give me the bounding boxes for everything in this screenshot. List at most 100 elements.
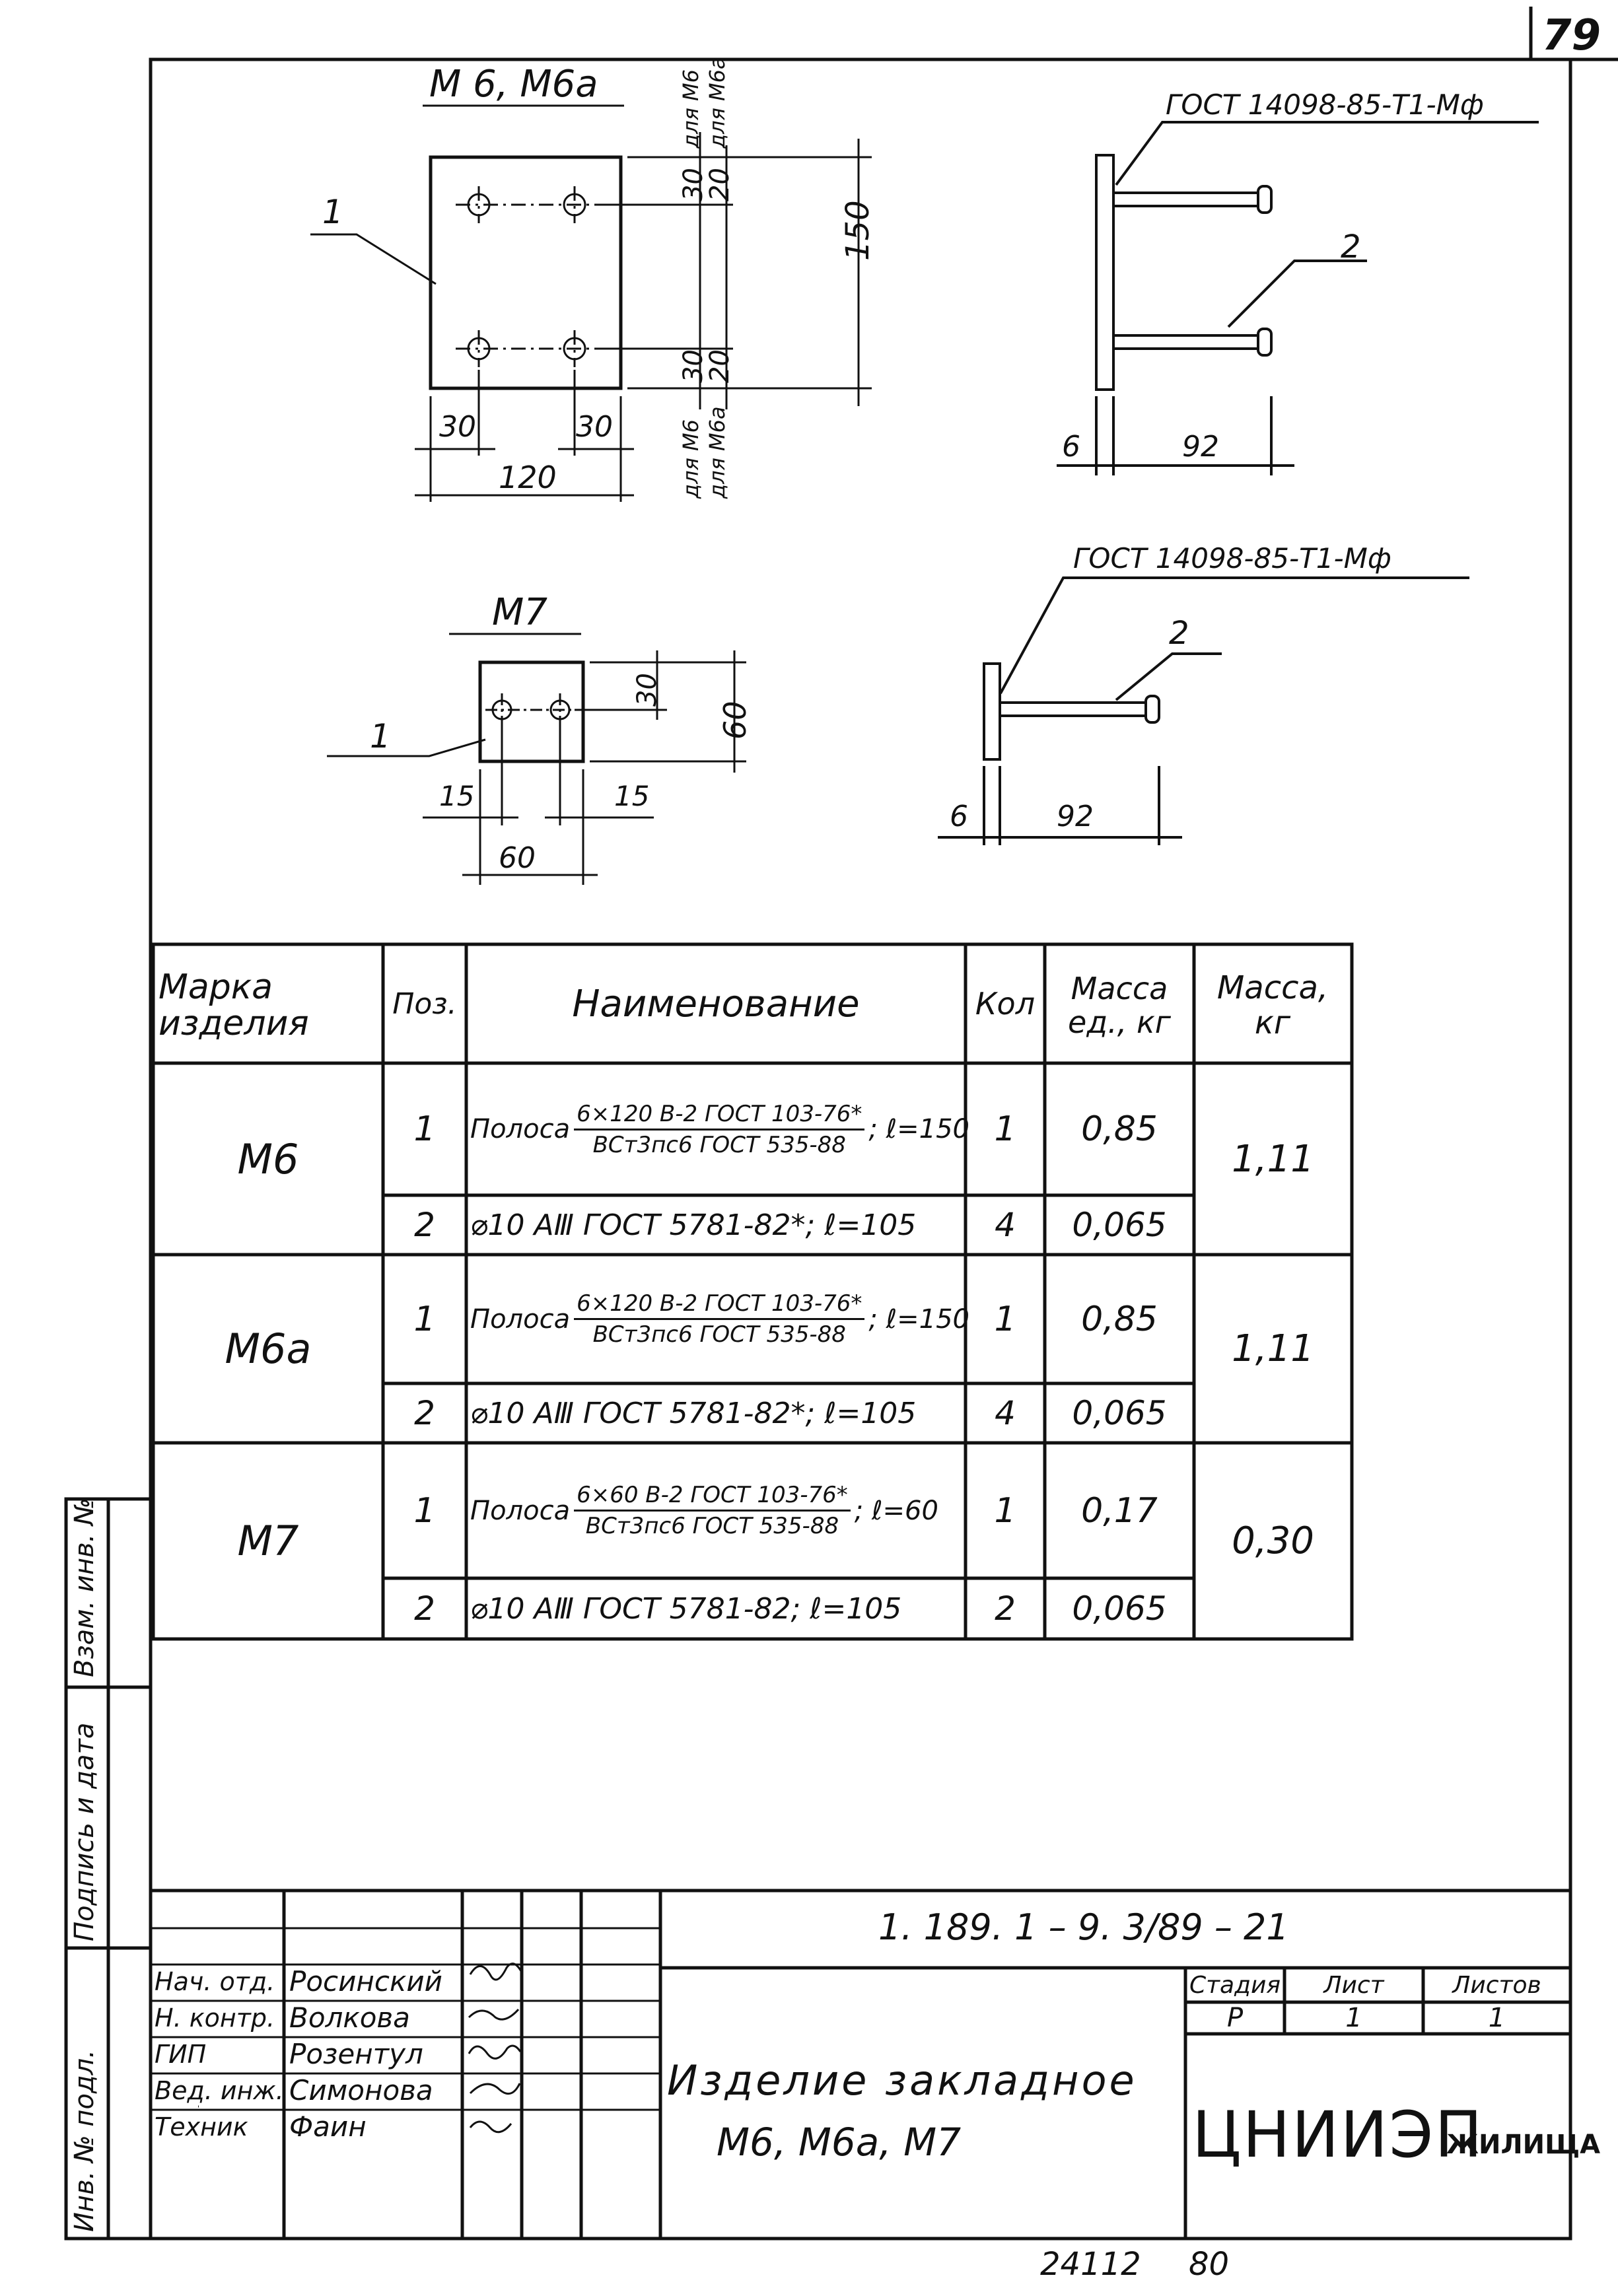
m6-title: М 6, М6а (429, 63, 598, 106)
sheets-value: 1 (1488, 2003, 1506, 2033)
signatory-role: ГИП (155, 2040, 207, 2069)
archive-number: 24112 (1040, 2246, 1141, 2283)
m7-hole-offset: 30 (632, 673, 662, 707)
sheet-frame (149, 57, 1572, 2241)
organization-suffix: ЖИЛИЩА (1446, 2130, 1601, 2160)
m6-label-for-m6a-top: для М6а (705, 56, 730, 149)
organization-logo: ЦНИИЭП (1192, 2098, 1484, 2172)
row-qty: 2 (995, 1589, 1016, 1628)
sheet-header: Лист (1323, 1971, 1384, 1999)
table-header-unit-mass: Масса ед., кг (1068, 970, 1171, 1040)
row-qty: 4 (995, 1206, 1016, 1244)
m7-side-thickness: 6 (950, 800, 968, 833)
row-unit-mass: 0,85 (1081, 1299, 1158, 1339)
signatory-role: Н. контр. (155, 2003, 275, 2033)
m6-edge-right: 30 (576, 410, 613, 444)
table-header-qty: Кол (975, 986, 1036, 1022)
signatory-name: Росинский (289, 1965, 442, 1998)
m6-label-for-m6a-bottom: для М6а (705, 406, 730, 499)
title-block-grid (151, 1889, 1570, 2239)
signatory-name: Розентул (289, 2038, 423, 2070)
m6-label-for-m6-top: для М6 (678, 69, 703, 149)
row-name-suffix: ; ℓ=150 (868, 1114, 969, 1144)
group-mark: М7 (237, 1517, 299, 1565)
signatures (468, 1963, 522, 2134)
row-pos: 1 (413, 1490, 436, 1531)
signatory-name: Симонова (289, 2074, 433, 2106)
m6-edge-left: 30 (439, 410, 476, 444)
row-name: ⌀10 AⅢ ГОСТ 5781-82*; ℓ=105 (470, 1396, 917, 1430)
m7-side-gost: ГОСТ 14098-85-Т1-Мф (1073, 542, 1391, 574)
row-qty: 1 (994, 1299, 1016, 1339)
group-mark: М6 (237, 1134, 299, 1183)
row-pos: 2 (414, 1589, 435, 1628)
row-name-suffix: ; ℓ=60 (854, 1495, 938, 1526)
document-title-line2: М6, М6а, М7 (717, 2120, 962, 2165)
row-unit-mass: 0,065 (1072, 1394, 1167, 1432)
signatory-role: Вед. инж. (155, 2076, 284, 2105)
row-name: Полоса 6×120 В-2 ГОСТ 103-76*ВСт3пс6 ГОС… (470, 1063, 969, 1195)
row-qty: 1 (994, 1109, 1016, 1149)
document-code: 1. 189. 1 – 9. 3/89 – 21 (878, 1906, 1289, 1948)
m6-side-gost: ГОСТ 14098-85-Т1-Мф (1166, 88, 1484, 121)
m6-top-offset-m6a: 20 (705, 168, 735, 201)
row-unit-mass: 0,065 (1072, 1206, 1167, 1244)
row-name-fraction: 6×120 В-2 ГОСТ 103-76*ВСт3пс6 ГОСТ 535-8… (574, 1290, 865, 1348)
m6-top-offset-m6: 30 (678, 168, 709, 201)
m6-side-thickness: 6 (1062, 430, 1080, 464)
side-stamp-signature-date: Подпись и дата (69, 1722, 100, 1941)
signatory-role: Нач. отд. (155, 1967, 275, 1996)
table-header-mass: Масса, кг (1216, 969, 1329, 1041)
row-unit-mass: 0,065 (1072, 1589, 1167, 1628)
table-header-mark: Марка изделия (158, 967, 309, 1043)
m7-title: М7 (492, 591, 547, 634)
side-stamp-inv-original: Инв. № подл. (69, 2050, 100, 2232)
m6-side-pos-2: 2 (1341, 228, 1361, 265)
sheet-value: 1 (1345, 2003, 1362, 2033)
m7-width: 60 (499, 841, 536, 875)
row-pos: 2 (414, 1206, 435, 1244)
m7-side-view (938, 576, 1469, 845)
row-name: ⌀10 AⅢ ГОСТ 5781-82*; ℓ=105 (470, 1208, 917, 1242)
m6-pos-1: 1 (322, 193, 343, 231)
row-name-suffix: ; ℓ=150 (868, 1304, 969, 1335)
m6-side-length: 92 (1182, 430, 1219, 464)
row-name-prefix: Полоса (470, 1495, 571, 1526)
row-pos: 2 (414, 1394, 435, 1432)
row-name-prefix: Полоса (470, 1304, 571, 1335)
row-qty: 4 (995, 1394, 1016, 1432)
document-title-line1: Изделие закладное (667, 2056, 1137, 2105)
row-name-fraction: 6×60 В-2 ГОСТ 103-76*ВСт3пс6 ГОСТ 535-88 (574, 1482, 851, 1539)
m6-bottom-offset-m6: 30 (678, 349, 709, 383)
row-name: Полоса 6×120 В-2 ГОСТ 103-76*ВСт3пс6 ГОС… (470, 1255, 969, 1383)
sheet-number: 79 (1542, 11, 1601, 60)
sheet-number-box (1529, 7, 1618, 61)
m7-edge-right: 15 (614, 780, 650, 812)
spec-table-grid (151, 942, 1354, 1641)
row-pos: 1 (413, 1109, 436, 1149)
m6-label-for-m6-bottom: для М6 (678, 419, 703, 499)
footer-page: 80 (1189, 2246, 1230, 2283)
row-name: ⌀10 AⅢ ГОСТ 5781-82; ℓ=105 (470, 1591, 902, 1626)
stage-value: Р (1226, 2003, 1244, 2033)
m7-side-length: 92 (1057, 800, 1094, 833)
row-pos: 1 (413, 1299, 436, 1339)
side-stamp-replaced-inv: Взам. инв. № (69, 1498, 100, 1677)
m7-height: 60 (717, 701, 753, 740)
m6-side-view (1057, 121, 1539, 475)
m6-height: 150 (839, 200, 876, 261)
m7-edge-left: 15 (439, 780, 475, 812)
row-name: Полоса 6×60 В-2 ГОСТ 103-76*ВСт3пс6 ГОСТ… (470, 1443, 963, 1578)
table-header-pos: Поз. (392, 987, 457, 1021)
m6-width: 120 (499, 460, 557, 495)
row-name-prefix: Полоса (470, 1114, 571, 1144)
group-mass: 1,11 (1232, 1137, 1314, 1181)
m7-side-pos-2: 2 (1169, 615, 1189, 652)
m7-pos-1: 1 (370, 717, 391, 755)
row-unit-mass: 0,17 (1081, 1490, 1158, 1531)
signatory-role: Техник (155, 2112, 248, 2141)
sheets-header: Листов (1452, 1971, 1541, 1999)
m6-plate-front (429, 155, 623, 390)
stage-header: Стадия (1189, 1971, 1281, 1999)
